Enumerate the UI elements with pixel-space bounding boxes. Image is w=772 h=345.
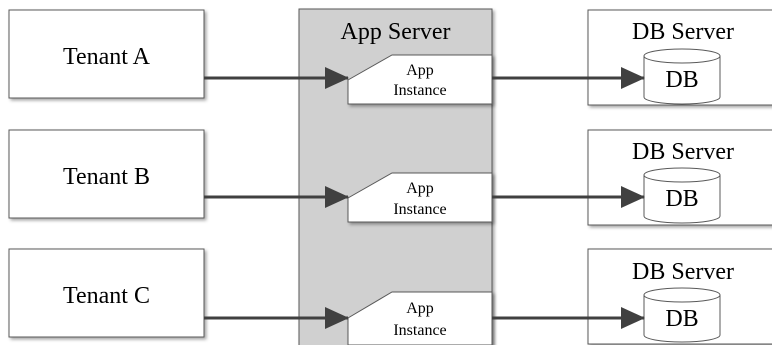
db-a-cylinder-icon (643, 48, 721, 105)
db-c-cylinder-icon (643, 287, 721, 343)
app-instance-a-line1: App (406, 62, 434, 79)
app-instance-b-line1: App (406, 180, 434, 197)
row-tenant-b: Tenant B App Instance DB Server DB (8, 129, 772, 226)
db-a-label: DB (665, 67, 698, 93)
app-instance-c-line2: Instance (393, 322, 446, 339)
db-c-label: DB (665, 306, 698, 332)
tenant-b-label: Tenant B (63, 164, 150, 190)
db-b-label: DB (665, 186, 698, 212)
row-tenant-a: Tenant A App Instance DB Server DB (8, 9, 772, 106)
tenant-b-box (8, 129, 205, 219)
app-instance-a-line2: Instance (393, 82, 446, 99)
tenant-a-label: Tenant A (63, 44, 151, 70)
db-server-b-title: DB Server (632, 139, 734, 165)
db-server-a-title: DB Server (632, 19, 734, 45)
tenant-c-box (8, 248, 205, 338)
app-server-title: App Server (341, 19, 451, 45)
tenant-a-box (8, 9, 205, 99)
db-b-cylinder-icon (643, 167, 721, 224)
tenant-c-label: Tenant C (63, 283, 150, 309)
app-instance-b-line2: Instance (393, 201, 446, 218)
app-instance-c-line1: App (406, 300, 434, 317)
row-tenant-c: Tenant C App Instance DB Server DB (8, 248, 772, 345)
db-server-c-title: DB Server (632, 259, 734, 285)
